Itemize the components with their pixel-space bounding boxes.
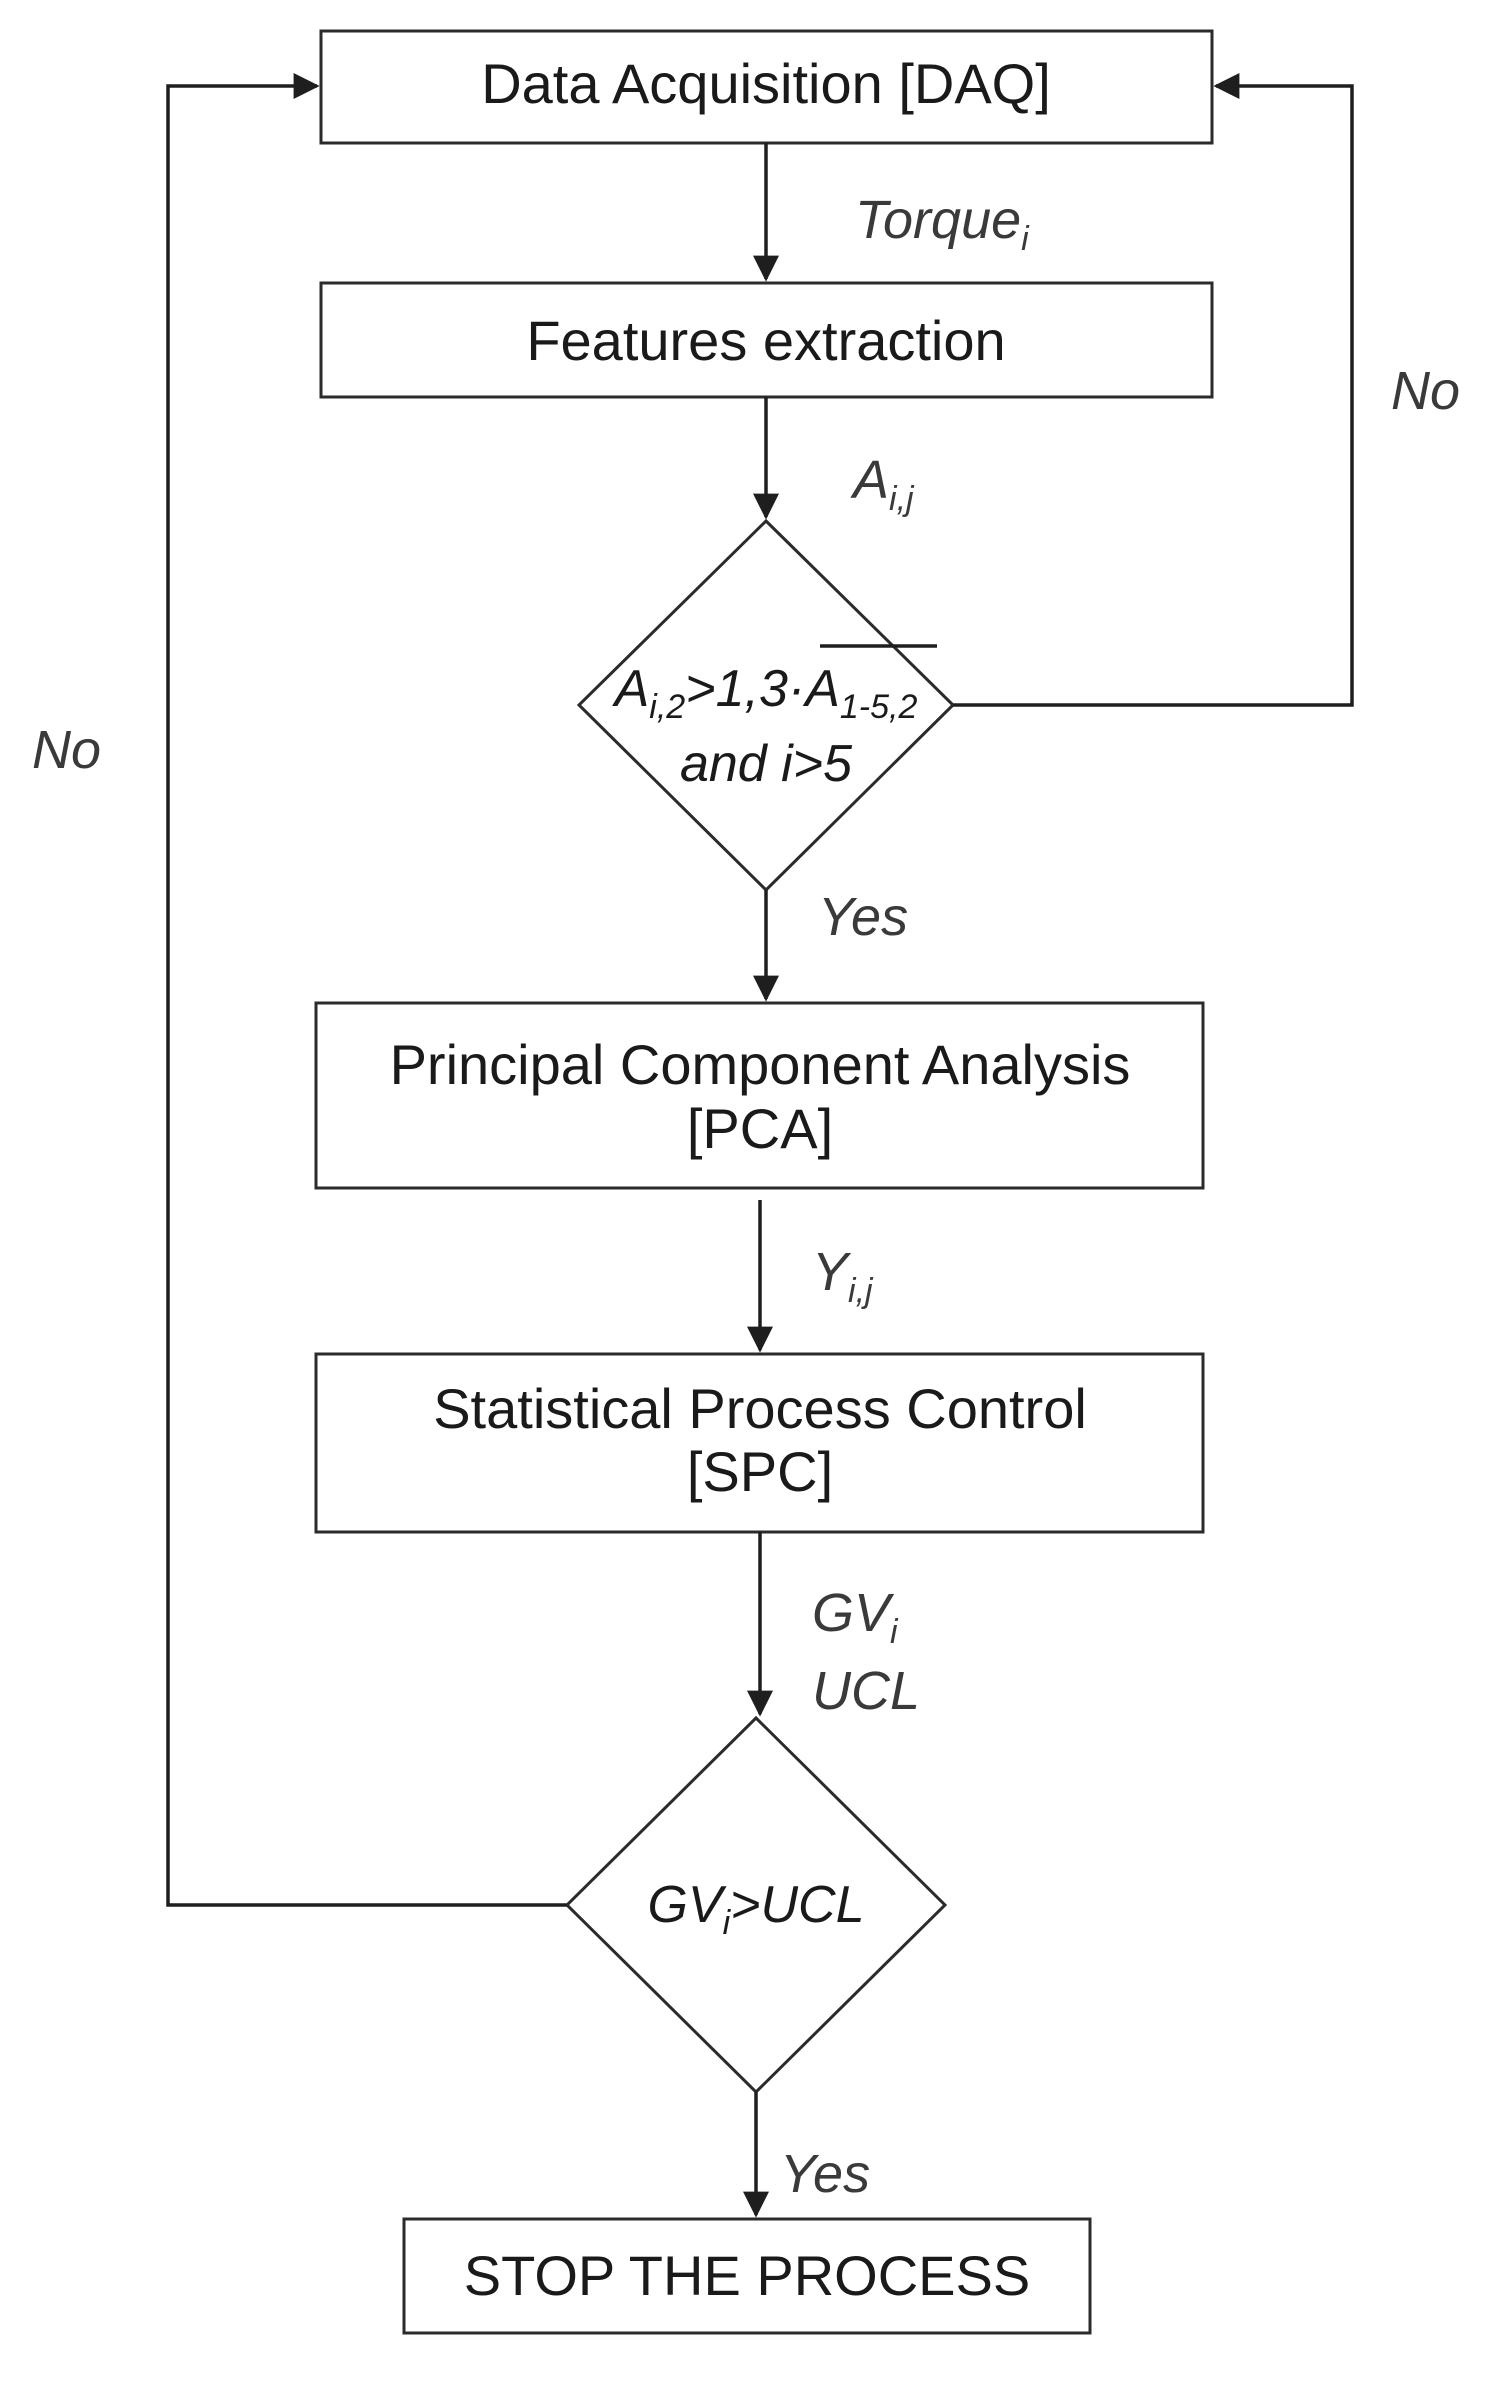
edge-label-gv: GVi xyxy=(812,1583,899,1651)
features-label: Features extraction xyxy=(526,309,1005,372)
edge-decision1-no-loop xyxy=(953,73,1354,707)
spc-label-line1: Statistical Process Control xyxy=(433,1377,1087,1440)
node-features-extraction: Features extraction xyxy=(319,281,1214,399)
node-decision-ucl: GVi>UCL xyxy=(564,1715,948,2095)
decision1-condition-line1: Ai,2>1,3·A1-5,2 xyxy=(612,660,918,726)
edge-label-ucl: UCL xyxy=(812,1661,920,1721)
edge-decision2-no-loop xyxy=(166,73,567,1907)
edge-label-no-left: No xyxy=(32,720,101,780)
edge-label-yes-2: Yes xyxy=(780,2144,870,2204)
pca-label-line2: [PCA] xyxy=(687,1097,833,1160)
edge-label-a: Ai,j xyxy=(850,450,915,518)
edge-label-yes-1: Yes xyxy=(818,887,908,947)
spc-label-line2: [SPC] xyxy=(687,1440,833,1503)
daq-label: Data Acquisition [DAQ] xyxy=(481,52,1051,115)
stop-label: STOP THE PROCESS xyxy=(464,2244,1030,2307)
edge-label-torque: Torquei xyxy=(855,190,1030,258)
edge-label-no-right: No xyxy=(1391,361,1460,421)
decision1-condition-line2: and i>5 xyxy=(680,735,853,793)
node-spc: Statistical Process Control [SPC] xyxy=(314,1352,1205,1534)
node-decision-threshold: Ai,2>1,3·A1-5,2 and i>5 xyxy=(576,518,956,893)
decision2-condition: GVi>UCL xyxy=(647,1876,864,1942)
node-daq: Data Acquisition [DAQ] xyxy=(319,29,1214,145)
node-pca: Principal Component Analysis [PCA] xyxy=(314,1001,1205,1190)
pca-label-line1: Principal Component Analysis xyxy=(390,1033,1131,1096)
node-stop: STOP THE PROCESS xyxy=(402,2217,1092,2335)
edge-label-y: Yi,j xyxy=(812,1242,874,1310)
